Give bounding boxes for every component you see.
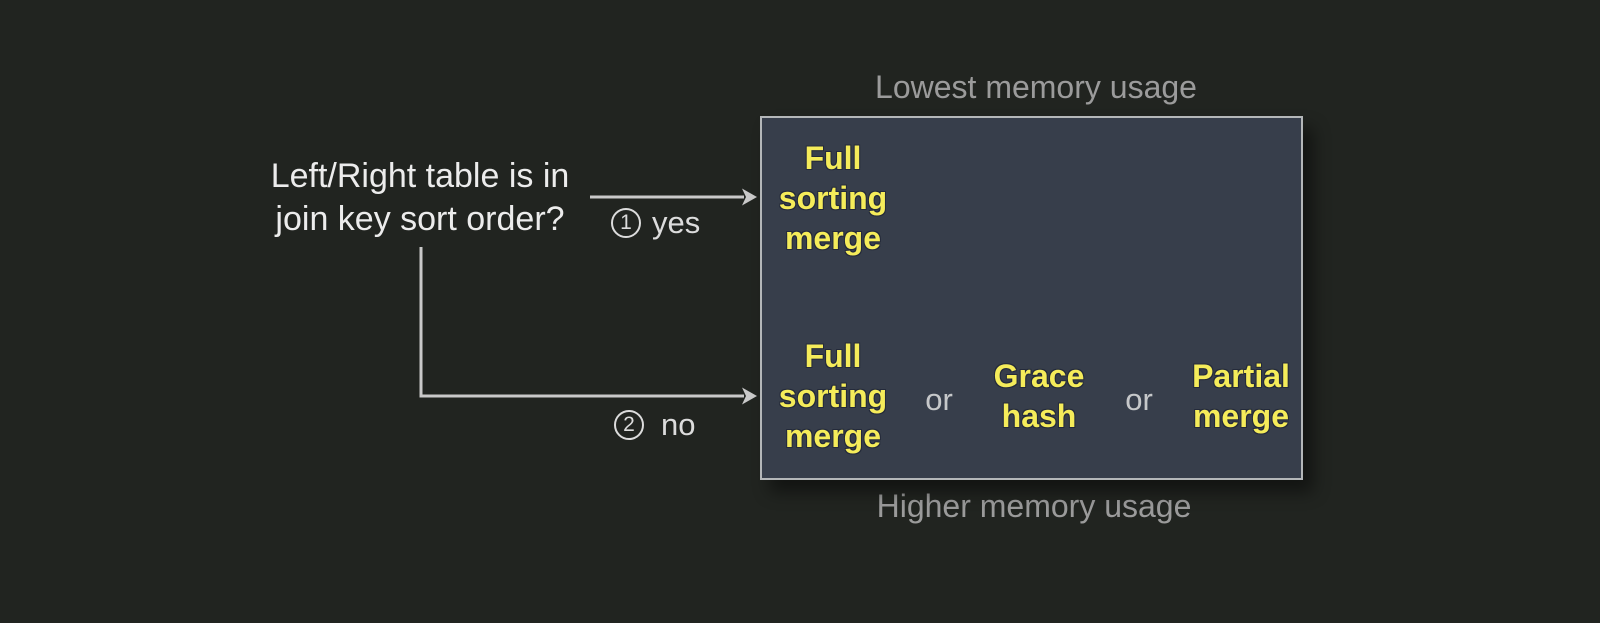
algorithm-full-sorting-merge-sorted: Full sorting merge: [779, 138, 887, 258]
algorithm-grace-hash: Grace hash: [994, 356, 1085, 436]
yes-arrowhead-icon: [742, 188, 757, 206]
question-text: Left/Right table is in join key sort ord…: [271, 155, 570, 241]
branch-no-text: no: [661, 407, 696, 442]
branch-yes-label: 1 yes: [611, 207, 700, 238]
algorithm-full-sorting-merge-unsorted: Full sorting merge: [779, 336, 887, 456]
algorithm-line: merge: [784, 418, 882, 454]
higher-memory-caption: Higher memory usage: [876, 488, 1192, 524]
branch-no-label: 2 no: [614, 409, 695, 440]
no-arrow-elbow-line: [419, 247, 744, 398]
circled-2-icon: 2: [614, 409, 644, 440]
algorithm-line: sorting: [778, 378, 888, 414]
algorithm-line: merge: [1192, 398, 1290, 434]
algorithm-line: Grace: [993, 358, 1085, 394]
circled-1-icon: 1: [611, 207, 641, 238]
question-line-1: Left/Right table is in: [270, 157, 570, 195]
no-arrowhead-icon: [742, 387, 757, 405]
or-separator-2: or: [1125, 382, 1153, 417]
join-algorithms-panel: Full sorting merge Full sorting merge or…: [760, 116, 1303, 480]
algorithm-line: Full: [804, 338, 862, 374]
algorithm-partial-merge: Partial merge: [1192, 356, 1290, 436]
lowest-memory-caption: Lowest memory usage: [875, 69, 1197, 105]
algorithm-line: merge: [784, 220, 882, 256]
algorithm-line: Partial: [1192, 358, 1290, 394]
algorithm-line: hash: [1001, 398, 1077, 434]
algorithm-line: Full: [804, 140, 862, 176]
branch-yes-text: yes: [652, 205, 701, 240]
algorithm-line: sorting: [778, 180, 888, 216]
or-separator-1: or: [925, 382, 953, 417]
question-line-2: join key sort order?: [275, 200, 565, 238]
